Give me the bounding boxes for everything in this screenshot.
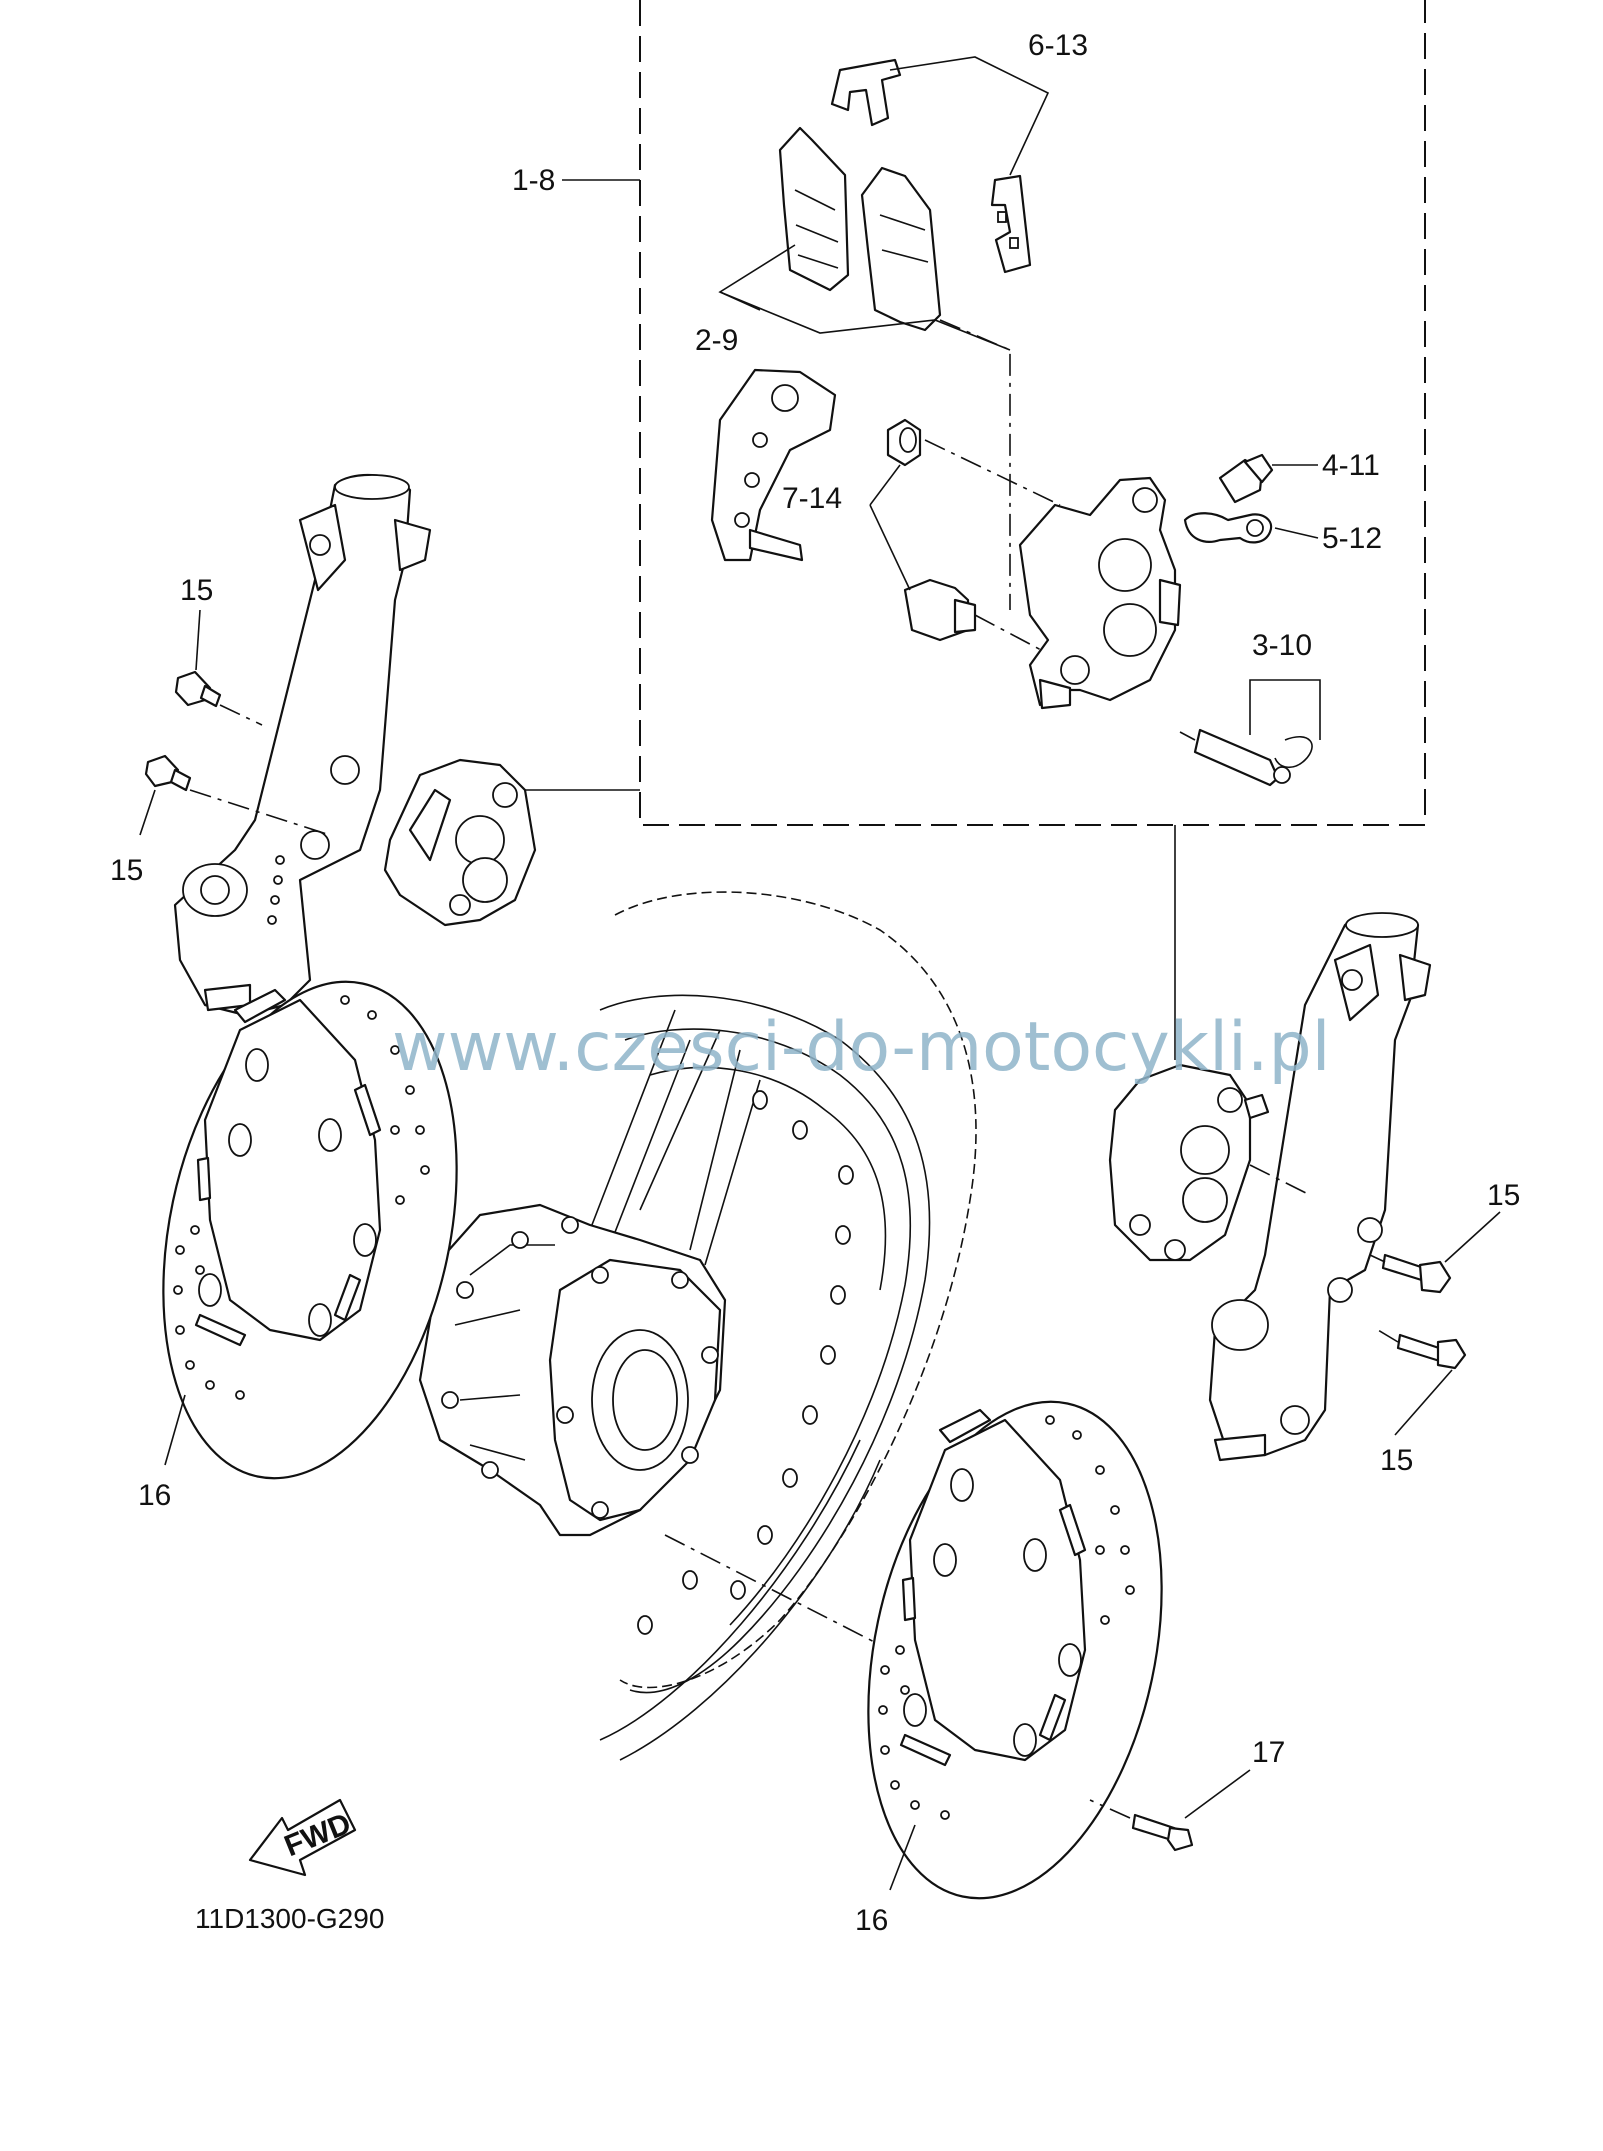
caliper-left (383, 758, 537, 927)
tire (614, 891, 977, 1689)
callout-15-right-lower: 15 (1380, 1444, 1413, 1477)
brake-disc-left (162, 980, 458, 1480)
slide-pin-upper (886, 418, 922, 467)
watermark: www.czesci-do-motocykli.pl (392, 1008, 1331, 1087)
caliper-bracket (710, 368, 837, 562)
callout-4-11: 4-11 (1322, 449, 1380, 482)
callout-5-12: 5-12 (1322, 522, 1382, 555)
pad-clip-upper (830, 58, 902, 127)
brake-disc-right (867, 1400, 1163, 1900)
spokes (589, 1009, 761, 1266)
callout-2-9: 2-9 (695, 324, 738, 357)
bolt-right-lower (1396, 1333, 1467, 1370)
fork-leg-right (1208, 912, 1432, 1462)
callout-7-14: 7-14 (782, 482, 842, 515)
bolt-left-lower (144, 754, 192, 792)
fwd-arrow: FWD (248, 1798, 357, 1877)
brake-disc-right-vents (878, 1415, 1135, 1820)
pad-clip-lower (990, 174, 1032, 274)
rim (599, 994, 931, 1761)
callout-15-left-lower: 15 (110, 854, 143, 887)
caliper-exploded-box (639, 0, 1426, 826)
bolt-left-upper (174, 670, 222, 708)
brake-pad-front (778, 126, 850, 292)
rim-holes (637, 1090, 854, 1635)
bleed-screw-cap (1183, 512, 1273, 544)
callout-1-8: 1-8 (512, 164, 555, 197)
callout-16-left: 16 (138, 1479, 171, 1512)
callout-17: 17 (1252, 1736, 1285, 1769)
fork-leg-left (173, 473, 432, 1017)
brake-pad-rear (860, 166, 942, 332)
bolt-right-upper (1381, 1253, 1452, 1294)
disc-bolt (1131, 1813, 1194, 1852)
bleed-screw (1218, 453, 1274, 504)
callout-3-10: 3-10 (1252, 629, 1312, 662)
drawing-code: 11D1300-G290 (195, 1903, 384, 1934)
caliper-body (1018, 476, 1182, 710)
slide-pin-lower (903, 578, 977, 642)
callout-15-right-upper: 15 (1487, 1179, 1520, 1212)
callout-15-left-upper: 15 (180, 574, 213, 607)
callout-16-right: 16 (855, 1904, 888, 1937)
callout-6-13: 6-13 (1028, 29, 1088, 62)
brake-disc-left-vents (173, 995, 430, 1400)
caliper-right (1108, 1063, 1270, 1262)
wheel-hub (418, 1203, 727, 1537)
pad-pin (1193, 728, 1291, 787)
pad-pin-clip (1274, 735, 1313, 769)
